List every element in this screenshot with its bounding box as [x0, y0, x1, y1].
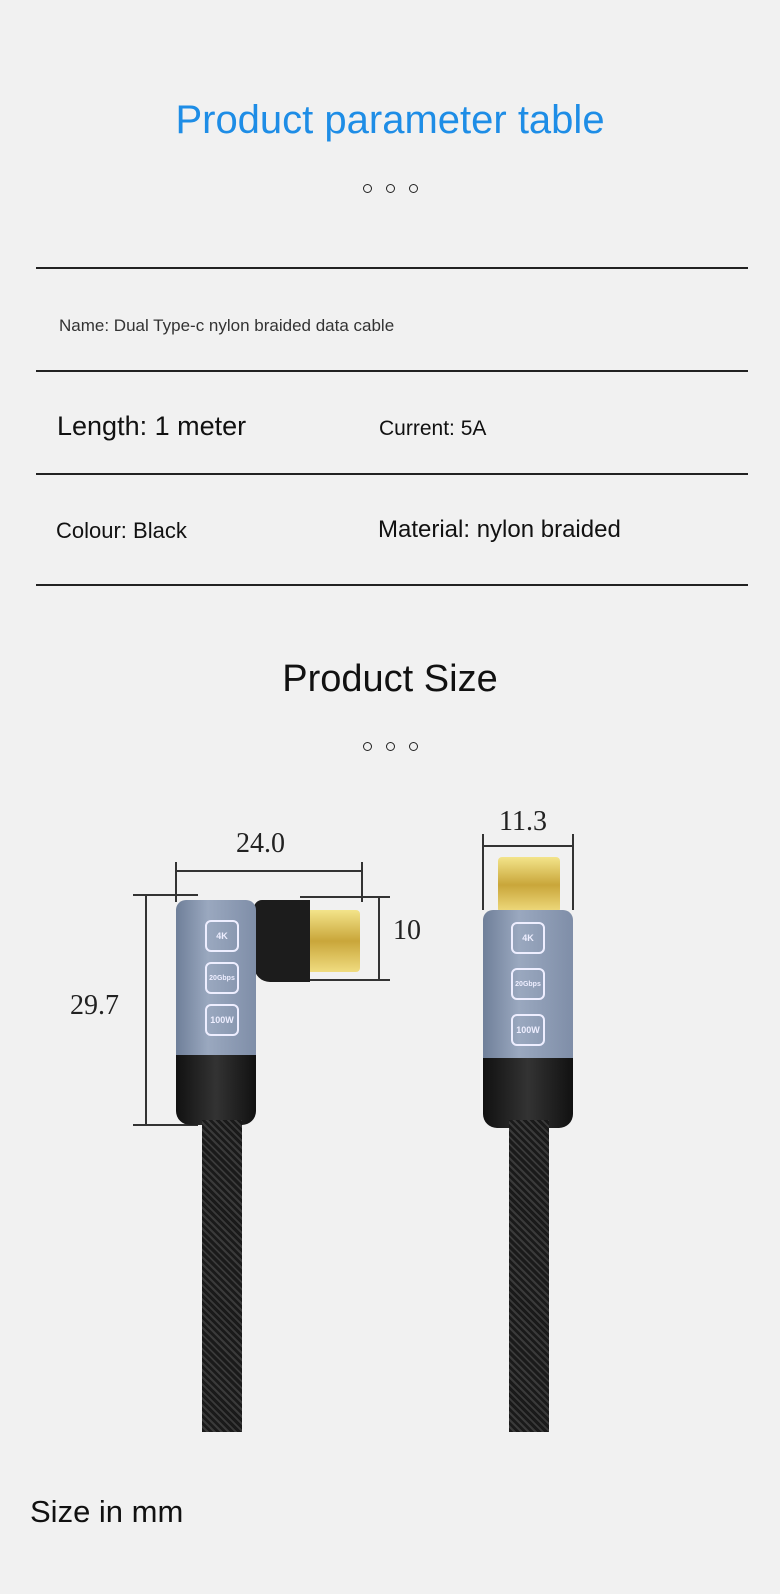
param-colour: Colour: Black — [56, 518, 187, 543]
param-current: Current: 5A — [379, 417, 487, 440]
divider — [36, 473, 748, 475]
divider — [36, 370, 748, 372]
parameter-table-title: Product parameter table — [175, 98, 605, 142]
badge-20gbps: 20Gbps — [205, 962, 239, 994]
divider — [36, 584, 748, 586]
param-material: Material: nylon braided — [378, 516, 621, 543]
param-name: Name: Dual Type-c nylon braided data cab… — [59, 316, 395, 335]
divider — [36, 267, 748, 269]
decorative-dots — [0, 184, 780, 193]
dim-width-straight: 11.3 — [499, 806, 547, 837]
badge-4k: 4K — [511, 922, 545, 954]
size-unit-note: Size in mm — [30, 1494, 184, 1529]
badge-100w: 100W — [511, 1014, 545, 1046]
product-size-title: Product Size — [282, 658, 498, 700]
dim-plug-height: 10 — [393, 915, 421, 946]
dim-height-angled: 29.7 — [70, 990, 119, 1021]
badge-4k: 4K — [205, 920, 239, 952]
decorative-dots — [0, 742, 780, 751]
badge-20gbps: 20Gbps — [511, 968, 545, 1000]
param-length: Length: 1 meter — [57, 411, 247, 441]
badge-100w: 100W — [205, 1004, 239, 1036]
dim-width-angled: 24.0 — [236, 828, 285, 859]
